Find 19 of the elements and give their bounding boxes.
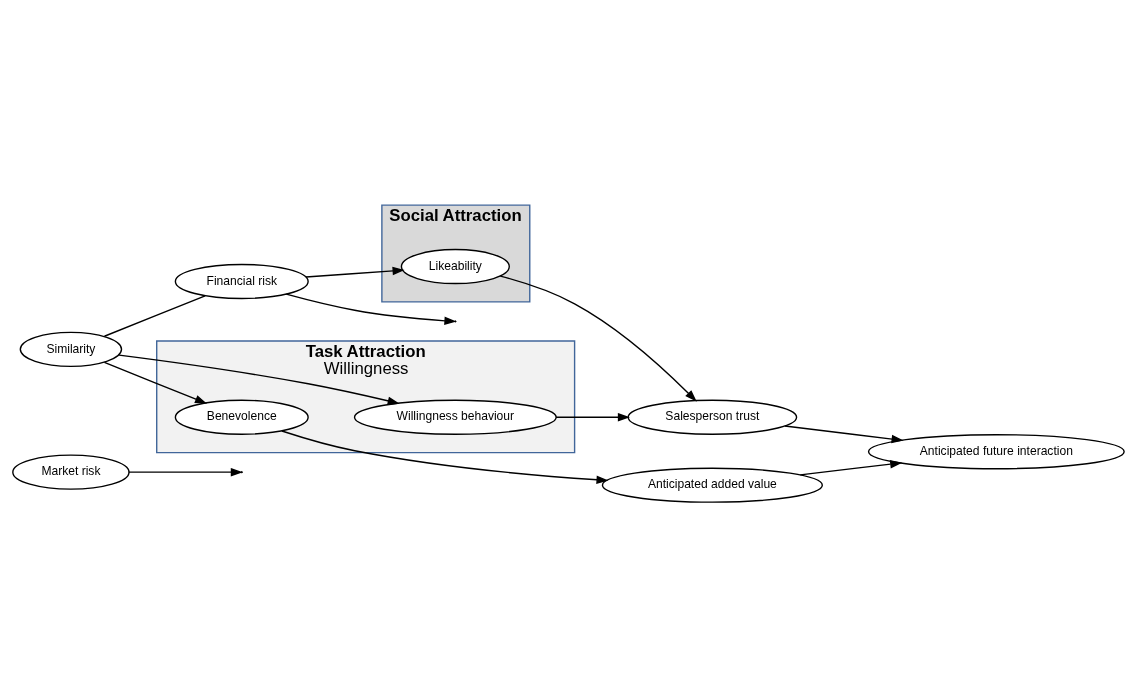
- arrow: [784, 425, 904, 444]
- node-ellipse: Likeability: [400, 248, 510, 285]
- node-ellipse: Willingness behaviour: [353, 399, 557, 435]
- arrow: [305, 266, 405, 278]
- node-ellipse: Anticipated added value: [601, 467, 823, 503]
- connector: [103, 295, 206, 337]
- node-ellipse: Salesperson trust: [627, 399, 798, 435]
- arrow: [285, 293, 457, 326]
- arrow: [128, 467, 243, 477]
- arrow: [499, 275, 697, 402]
- arrow: [118, 354, 400, 405]
- arrow: [103, 361, 208, 404]
- node-ellipse: Benevolence: [174, 399, 309, 435]
- node-ellipse: Market risk: [12, 454, 130, 490]
- arrow: [555, 413, 630, 422]
- arrow: [799, 459, 903, 476]
- arrow: [281, 430, 609, 484]
- node-ellipse: Similarity: [19, 331, 123, 368]
- node-ellipse: Financial risk: [174, 263, 309, 300]
